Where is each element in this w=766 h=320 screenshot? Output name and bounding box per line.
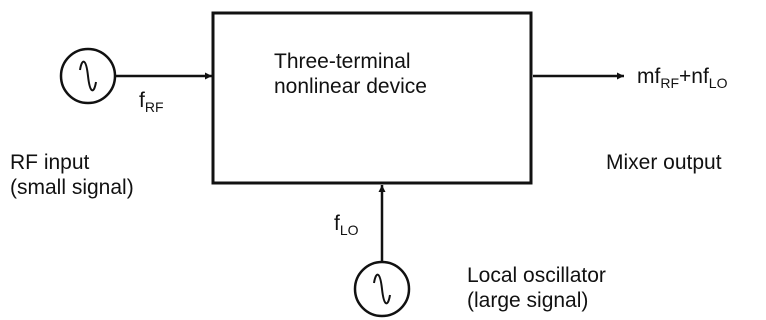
- lo-label-line1: Local oscillator: [467, 264, 606, 287]
- output-expr-sub-lo: LO: [708, 75, 728, 91]
- mixer-output-label: Mixer output: [606, 151, 722, 174]
- lo-label-line2: (large signal): [467, 289, 589, 312]
- rf-input-label: RF input (small signal): [10, 150, 134, 200]
- device-label-line1: Three-terminal: [274, 50, 411, 73]
- lo-source-icon: [353, 260, 411, 318]
- rf-input-label-line2: (small signal): [10, 176, 134, 199]
- rf-input-label-line1: RF input: [10, 151, 90, 174]
- device-label-line2: nonlinear device: [274, 75, 427, 98]
- lo-frequency-symbol: f: [334, 212, 340, 235]
- rf-frequency-symbol: f: [139, 89, 145, 112]
- rf-frequency-subscript: RF: [144, 99, 164, 115]
- output-expr-m: mf: [637, 65, 661, 88]
- rf-frequency-label: fRF: [139, 88, 164, 120]
- lo-label: Local oscillator (large signal): [467, 263, 606, 313]
- lo-frequency-label: fLO: [334, 211, 359, 243]
- output-expr-plus-n: +nf: [679, 65, 709, 88]
- lo-frequency-subscript: LO: [339, 222, 359, 238]
- nonlinear-device-box: [211, 11, 533, 185]
- rf-source-icon: [59, 47, 117, 105]
- output-expr-sub-rf: RF: [660, 75, 679, 91]
- device-label: Three-terminal nonlinear device: [274, 49, 427, 99]
- mixer-output-frequency: mfRF+nfLO: [637, 64, 727, 96]
